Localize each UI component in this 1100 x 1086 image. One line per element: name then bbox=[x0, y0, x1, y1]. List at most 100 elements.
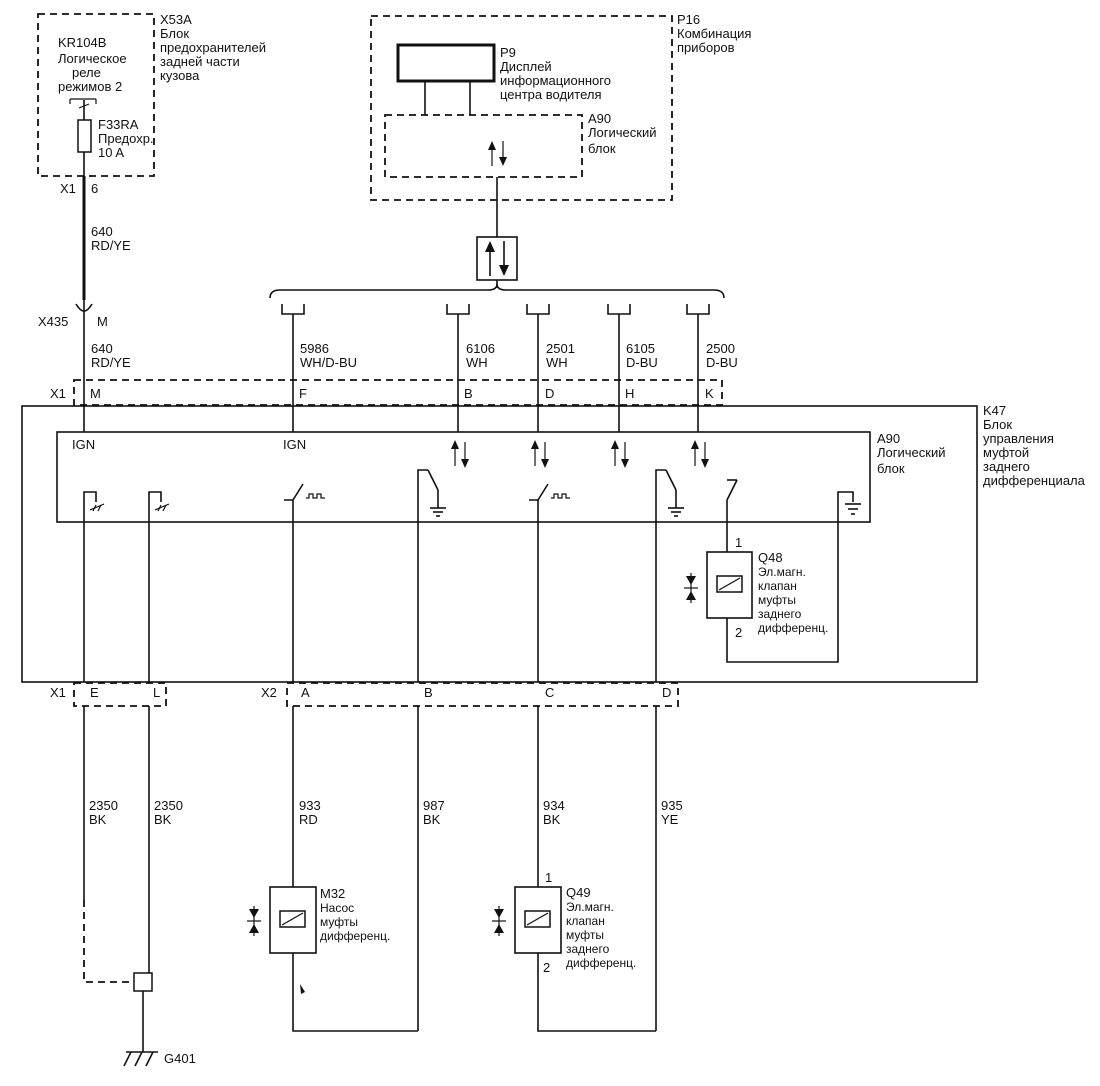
wire-640-num: 640 bbox=[91, 224, 113, 239]
kr104b-line2: реле bbox=[72, 65, 101, 80]
k47-line2: управления bbox=[983, 431, 1054, 446]
q48-code: Q48 bbox=[758, 550, 783, 565]
x2-bottom-label: X2 bbox=[261, 685, 277, 700]
q49-line1: Эл.магн. bbox=[566, 900, 614, 914]
wire-934-num: 934 bbox=[543, 798, 565, 813]
x435-pin: M bbox=[97, 314, 108, 329]
instrument-cluster-p16: P16 Комбинация приборов P9 Дисплей инфор… bbox=[370, 12, 751, 201]
m32-line3: дифференц. bbox=[320, 929, 390, 943]
connector-x1-bottom bbox=[73, 682, 167, 707]
x53a-line4: кузова bbox=[160, 68, 200, 83]
k47-line4: заднего bbox=[983, 459, 1030, 474]
x1-pin-b: B bbox=[464, 386, 473, 401]
q49-line4: заднего bbox=[566, 942, 610, 956]
wire-640b-num: 640 bbox=[91, 341, 113, 356]
a90-top-line2: блок bbox=[588, 141, 616, 156]
bus-wire-5-color: D-BU bbox=[706, 355, 738, 370]
wire-934-color: BK bbox=[543, 812, 561, 827]
f33ra-line2: 10 A bbox=[98, 145, 124, 160]
pwm-switch-icon-2 bbox=[529, 483, 570, 522]
a90-main-code: A90 bbox=[877, 431, 900, 446]
wire-933-num: 933 bbox=[299, 798, 321, 813]
m32-line2: муфты bbox=[320, 915, 358, 929]
k47-line3: муфтой bbox=[983, 445, 1029, 460]
bidirectional-arrow-icon bbox=[531, 440, 549, 468]
x1-top-label: X1 bbox=[60, 181, 76, 196]
q49-line3: муфты bbox=[566, 928, 604, 942]
data-bus-icon bbox=[476, 236, 518, 281]
a90-main-line2: блок bbox=[877, 461, 905, 476]
p9-line3: центра водителя bbox=[500, 87, 602, 102]
x2-pin-d: D bbox=[662, 685, 671, 700]
display-p9-box bbox=[396, 43, 496, 83]
x435-label: X435 bbox=[38, 314, 68, 329]
pwm-switch-icon-1 bbox=[284, 483, 325, 522]
a90-main-line1: Логический bbox=[877, 445, 945, 460]
wire-987-num: 987 bbox=[423, 798, 445, 813]
bus-wire-3-num: 2501 bbox=[546, 341, 575, 356]
solenoid-q48 bbox=[684, 551, 753, 619]
inline-connector-x435 bbox=[75, 300, 93, 406]
bidirectional-arrow-icon bbox=[691, 440, 709, 468]
bus-wire-2-color: WH bbox=[466, 355, 488, 370]
x1-pin-d: D bbox=[545, 386, 554, 401]
x1-pin-m: M bbox=[90, 386, 101, 401]
x1-conn-label: X1 bbox=[50, 386, 66, 401]
x1-bottom-pin-l: L bbox=[153, 685, 160, 700]
x1-pin-k: K bbox=[705, 386, 714, 401]
wire-2350-a-color: BK bbox=[89, 812, 107, 827]
bus-wire-1-num: 5986 bbox=[300, 341, 329, 356]
x2-pin-b: B bbox=[424, 685, 433, 700]
wire-935-color: YE bbox=[661, 812, 679, 827]
kr104b-code: KR104B bbox=[58, 35, 106, 50]
f33ra-line1: Предохр. bbox=[98, 131, 154, 146]
p16-line2: приборов bbox=[677, 40, 735, 55]
chassis-ground-icon bbox=[123, 1051, 158, 1067]
bus-wire-4-color: D-BU bbox=[626, 355, 658, 370]
kr104b-line1: Логическое bbox=[58, 51, 127, 66]
k47-line1: Блок bbox=[983, 417, 1012, 432]
logic-block-a90 bbox=[56, 431, 871, 523]
bus-stubs bbox=[281, 304, 710, 406]
input-ground-icon-1 bbox=[83, 491, 105, 522]
relay-contact-icon bbox=[69, 98, 97, 120]
ground-icon-internal bbox=[837, 491, 861, 522]
p16-line1: Комбинация bbox=[677, 26, 751, 41]
x53a-line2: предохранителей bbox=[160, 40, 266, 55]
bus-wire-5-num: 2500 bbox=[706, 341, 735, 356]
f33ra-code: F33RA bbox=[98, 117, 139, 132]
q48-line2: клапан bbox=[758, 579, 797, 593]
bus-wire-4-num: 6105 bbox=[626, 341, 655, 356]
connector-x1-top bbox=[73, 379, 723, 406]
q48-pin1: 1 bbox=[735, 535, 742, 550]
fuse-block-x53a: X53A Блок предохранителей задней части к… bbox=[37, 12, 266, 177]
bidirectional-arrow-icon bbox=[451, 440, 469, 468]
x2-pin-a: A bbox=[301, 685, 310, 700]
q48-line1: Эл.магн. bbox=[758, 565, 806, 579]
p9-line2: информационного bbox=[500, 73, 611, 88]
ign-label-2: IGN bbox=[283, 437, 306, 452]
q48-line3: муфты bbox=[758, 593, 796, 607]
bidirectional-arrow-icon bbox=[488, 141, 507, 166]
g401-label: G401 bbox=[164, 1051, 196, 1066]
k47-line5: дифференциала bbox=[983, 473, 1086, 488]
wire-2350-a-num: 2350 bbox=[89, 798, 118, 813]
q49-code: Q49 bbox=[566, 885, 591, 900]
wire-935-num: 935 bbox=[661, 798, 683, 813]
k47-code: K47 bbox=[983, 403, 1006, 418]
x1-bottom-pin-e: E bbox=[90, 685, 99, 700]
q49-line5: дифференц. bbox=[566, 956, 636, 970]
p9-code: P9 bbox=[500, 45, 516, 60]
x53a-line3: задней части bbox=[160, 54, 240, 69]
q48-line4: заднего bbox=[758, 607, 802, 621]
q48-line5: дифференц. bbox=[758, 621, 828, 635]
wire-987-color: BK bbox=[423, 812, 441, 827]
wire-2350-b-color: BK bbox=[154, 812, 172, 827]
a90-top-line1: Логический bbox=[588, 125, 656, 140]
q49-pin1: 1 bbox=[545, 870, 552, 885]
x1-bottom-label: X1 bbox=[50, 685, 66, 700]
fuse-icon bbox=[77, 119, 92, 153]
x1-pin-f: F bbox=[299, 386, 307, 401]
x2-pin-c: C bbox=[545, 685, 554, 700]
